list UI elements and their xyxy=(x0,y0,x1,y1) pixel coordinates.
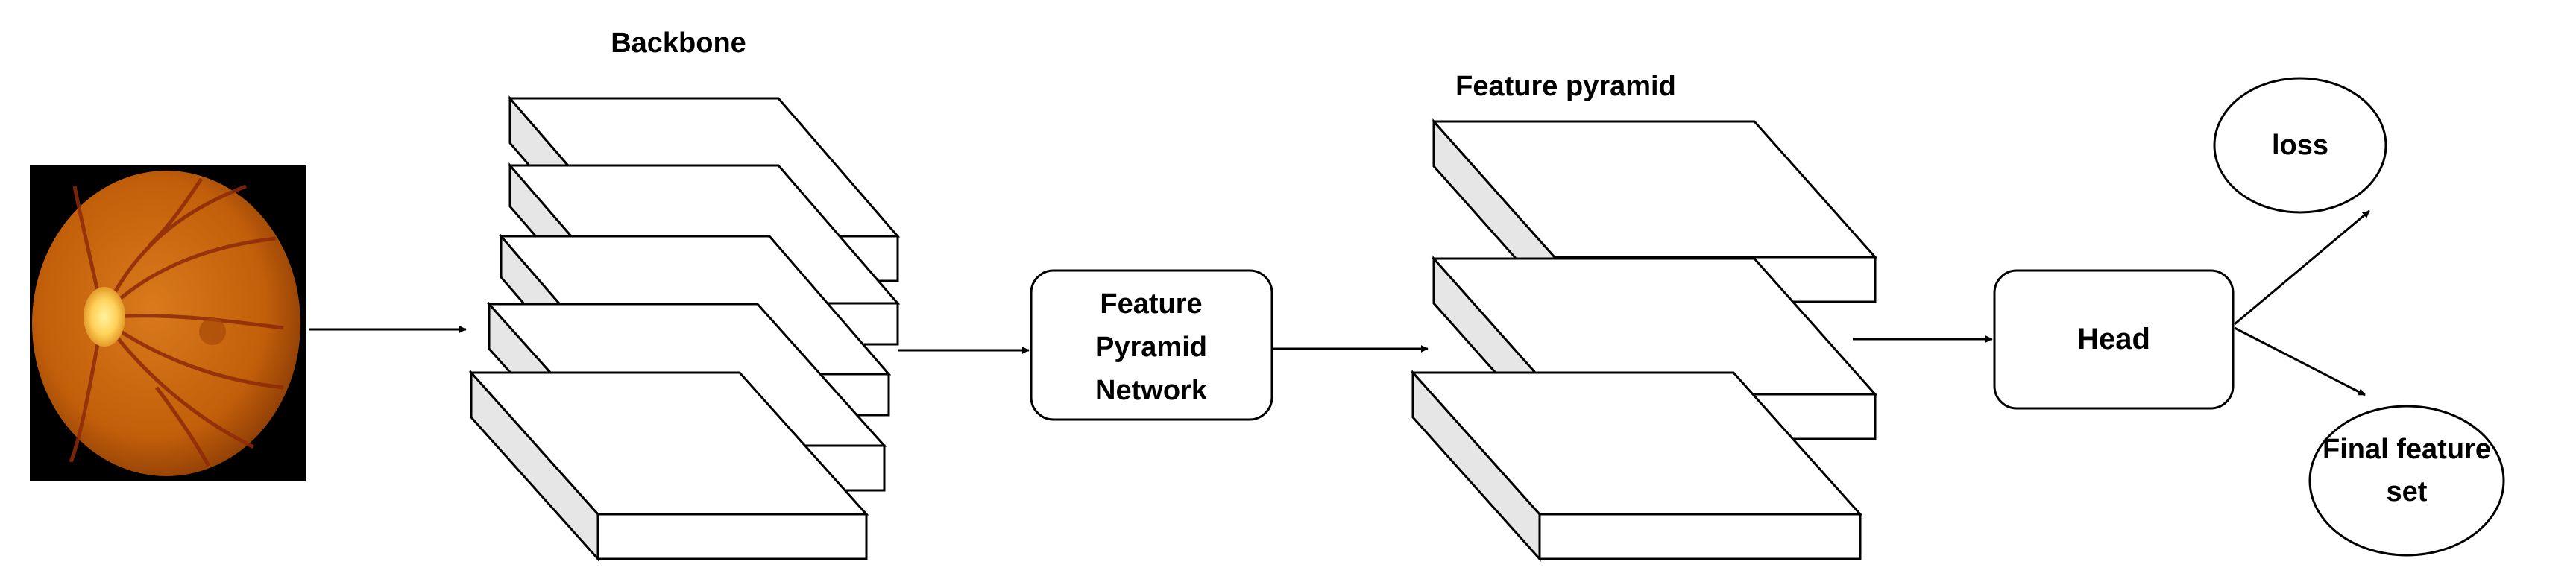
fpn-label-line-3: Network xyxy=(1095,375,1208,406)
macula xyxy=(199,318,226,345)
feature-pyramid-label: Feature pyramid xyxy=(1455,71,1676,102)
fpn-label-line-1: Feature xyxy=(1100,288,1202,320)
loss-label: loss xyxy=(2272,130,2328,161)
final-feature-set-label-line-2: set xyxy=(2387,476,2428,508)
feature-pyramid-layer-3-front xyxy=(1538,513,1862,560)
backbone-layer-5-front xyxy=(596,513,868,560)
loss-node xyxy=(2213,77,2387,214)
fundus-image xyxy=(30,165,306,481)
optic-disc xyxy=(84,287,125,347)
feature-pyramid-layer-3 xyxy=(1410,370,1863,562)
final-feature-set-node xyxy=(2308,405,2505,557)
blood-vessels xyxy=(69,177,284,467)
final-feature-set-label-line-1: Final feature xyxy=(2323,434,2491,465)
edge-head-to-final-feature-set xyxy=(2234,326,2366,396)
backbone-layer-5 xyxy=(468,370,869,562)
head-label: Head xyxy=(2077,323,2150,355)
fpn-label-line-2: Pyramid xyxy=(1095,332,1207,363)
backbone-stack xyxy=(468,95,901,562)
fpn-node xyxy=(1030,269,1273,421)
feature-pyramid-stack xyxy=(1410,118,1878,562)
head-node xyxy=(1993,269,2235,410)
backbone-label: Backbone xyxy=(611,28,746,59)
edge-head-to-loss xyxy=(2234,209,2370,326)
